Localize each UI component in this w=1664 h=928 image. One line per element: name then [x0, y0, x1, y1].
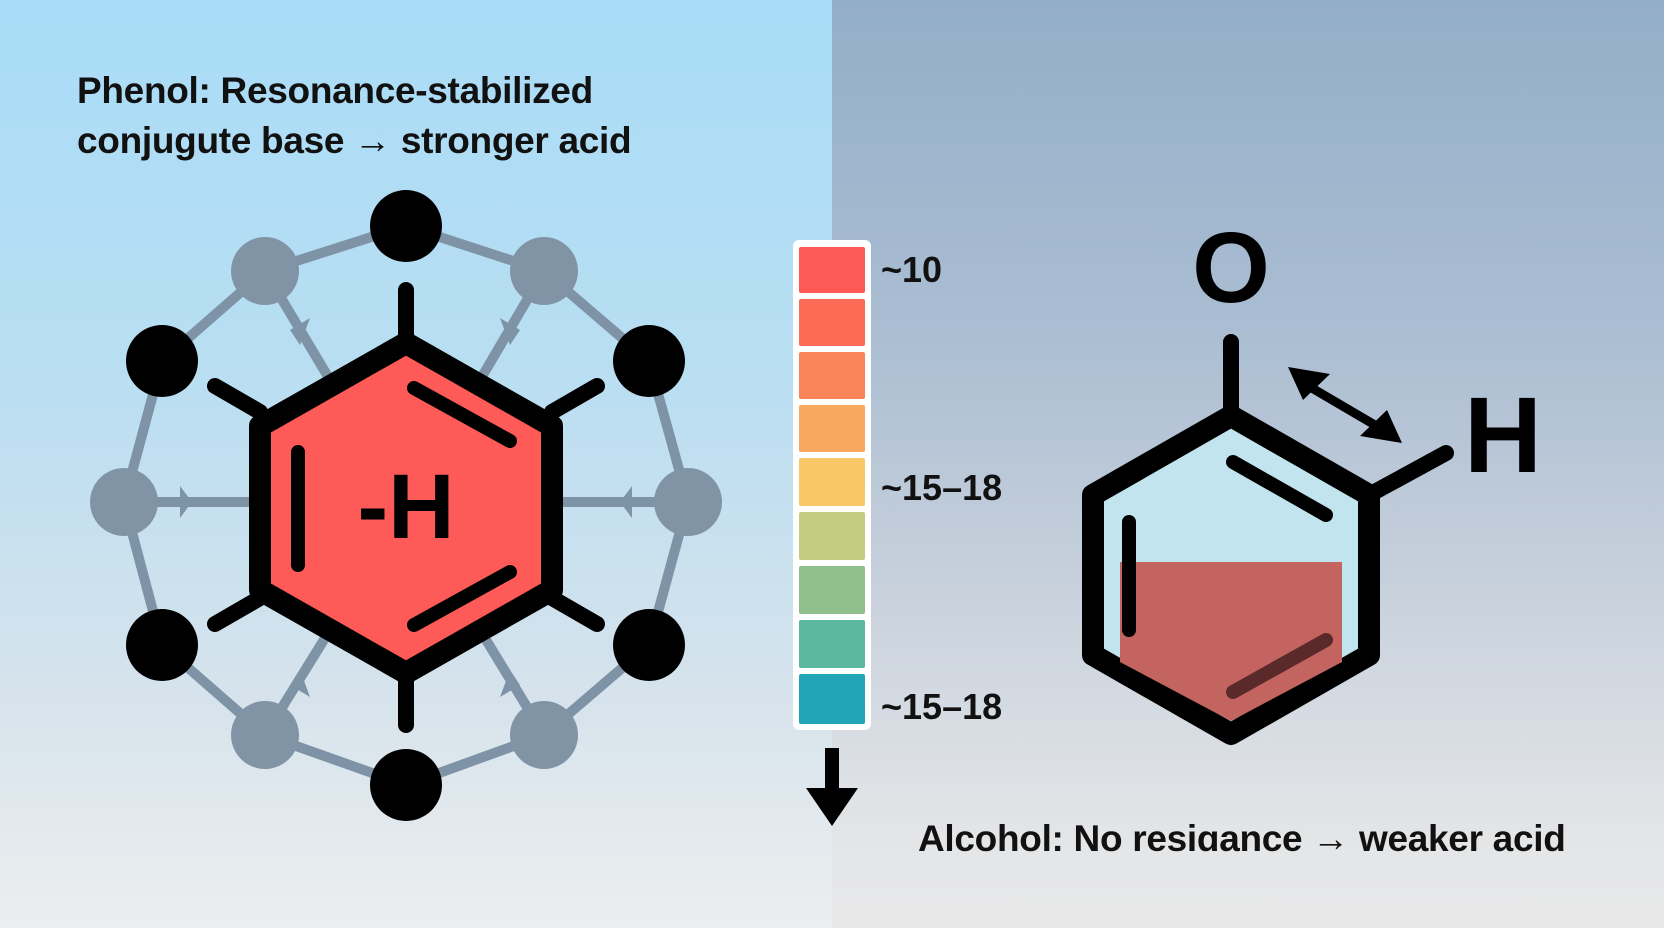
substituent-bonds	[207, 282, 605, 733]
alcohol-caption: Alcohol: No resiɑance → weaker acid	[918, 818, 1566, 859]
phenol-resonance-diagram: -H	[90, 190, 722, 821]
scale-label-top: ~10	[881, 249, 943, 290]
ring-double-bonds	[291, 381, 517, 632]
gray-atoms	[90, 237, 722, 769]
phenol-title-line1: Phenol: Resonance-stabilized	[77, 70, 593, 111]
phenol-title: Phenol: Resonance-stabilized conjugute b…	[77, 66, 632, 166]
right-panel-background	[832, 0, 1664, 928]
phenol-title-line2: conjugute base → stronger acid	[77, 120, 632, 161]
scale-label-bottom: ~15–18	[881, 686, 1003, 727]
spoke-arrowheads	[180, 318, 632, 697]
black-atoms	[126, 190, 685, 821]
deprotonated-h-label: -H	[357, 456, 454, 558]
scale-label-middle: ~15–18	[881, 467, 1003, 508]
